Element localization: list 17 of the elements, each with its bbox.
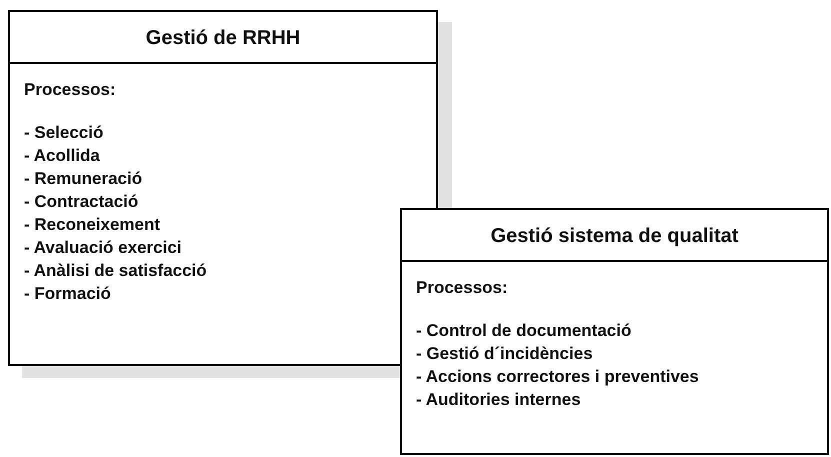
list-item: - Reconeixement: [24, 214, 160, 236]
list-item: - Accions correctores i preventives: [416, 366, 699, 388]
list-item: - Contractació: [24, 191, 138, 213]
list-item: - Remuneració: [24, 168, 142, 190]
process-box: [400, 208, 829, 455]
list-item: - Gestió d´incidències: [416, 343, 593, 365]
list-item: - Anàlisi de satisfacció: [24, 260, 207, 282]
section-label: Processos:: [24, 79, 116, 101]
list-item: - Control de documentació: [416, 320, 632, 342]
list-item: - Acollida: [24, 145, 100, 167]
list-item: - Selecció: [24, 122, 104, 144]
box-heading: Gestió de RRHH: [10, 12, 436, 64]
list-item: - Auditories internes: [416, 389, 581, 411]
box-heading: Gestió sistema de qualitat: [402, 210, 827, 262]
section-label: Processos:: [416, 277, 508, 299]
list-item: - Formació: [24, 283, 111, 305]
list-item: - Avaluació exercici: [24, 237, 182, 259]
